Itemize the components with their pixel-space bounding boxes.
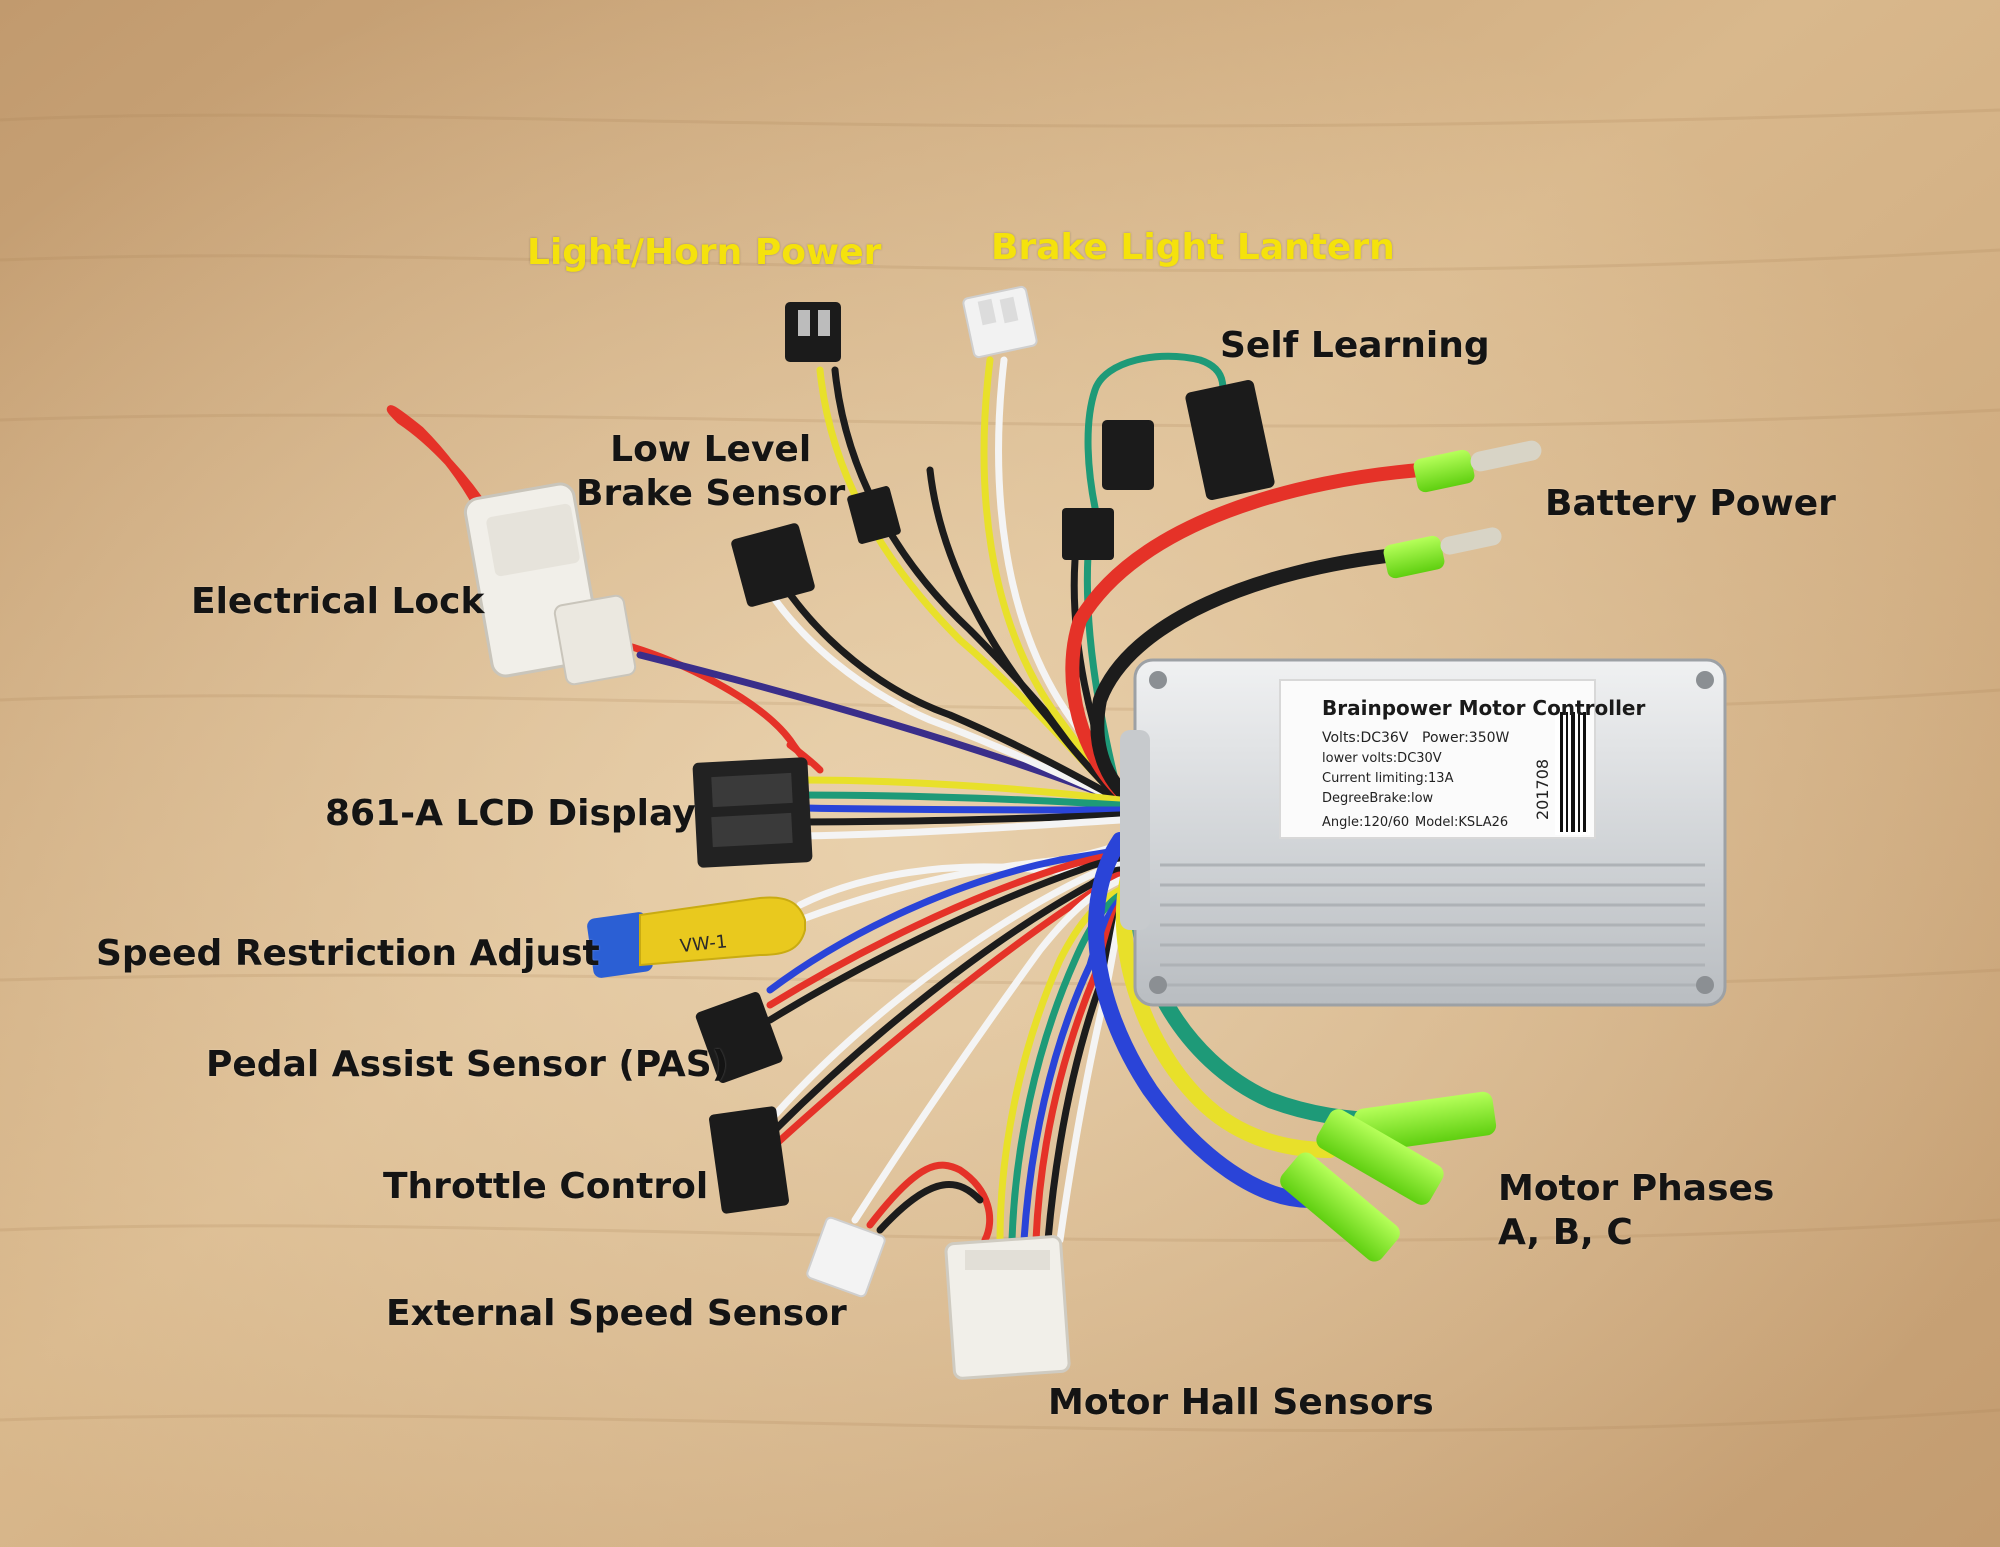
sticker-model: Model:KSLA26 [1415,815,1508,830]
label-lcd-display: 861-A LCD Display [325,793,696,834]
sticker-degree-brake: DegreeBrake:low [1322,791,1434,806]
wire-bundle [386,352,1427,1244]
label-low-level-line-1: Low Level [610,429,812,470]
label-pedal-assist-sensor: Pedal Assist Sensor (PAS) [206,1044,729,1085]
label-brake-light-lantern: Brake Light Lantern [991,227,1395,268]
sticker-angle: Angle:120/60 [1322,815,1409,830]
pas-connector [695,992,783,1083]
sticker-volts: Volts:DC36V [1322,730,1409,746]
label-motor-phases-line-1: Motor Phases [1498,1168,1775,1209]
electrical-lock-connector [463,482,637,686]
motor-phase-sleeves [1280,1091,1497,1262]
motor-controller-housing: 201708 Brainpower Motor Controller Volts… [1120,658,1727,1007]
label-electrical-lock: Electrical Lock [191,581,485,622]
controller-sticker [1279,679,1596,839]
brake-light-connector [962,285,1038,359]
label-motor-phases-line-2: A, B, C [1498,1212,1633,1253]
speed-restriction-connector: VW-1 [587,896,806,978]
housing-fins [1160,863,1705,987]
sticker-current-limiting: Current limiting:13A [1322,771,1454,786]
sticker-title: Brainpower Motor Controller [1322,696,1645,720]
label-self-learning: Self Learning [1220,325,1490,366]
sticker-power: Power:350W [1422,730,1510,746]
battery-terminals [1383,440,1542,579]
label-speed-restriction-adjust: Speed Restriction Adjust [96,933,600,974]
label-throttle-control: Throttle Control [383,1166,709,1207]
label-external-speed-sensor: External Speed Sensor [386,1293,847,1334]
hall-sensor-connector [944,1235,1071,1380]
external-speed-connector [806,1216,886,1298]
label-battery-power: Battery Power [1545,483,1836,524]
throttle-connector [709,1106,789,1214]
sticker-serial: 201708 [1533,759,1552,820]
self-learning-connectors [1062,380,1275,560]
label-light-horn-power: Light/Horn Power [527,232,882,273]
low-brake-connector [731,523,815,607]
sticker-lower-volts: lower volts:DC30V [1322,751,1442,766]
sticker-barcode [1560,712,1586,832]
light-horn-connector [785,302,901,544]
label-low-level-brake-sensor: Low Level Brake Sensor [576,428,845,516]
lcd-display-connector [692,757,813,868]
label-motor-phases: Motor Phases A, B, C [1498,1167,1774,1255]
label-motor-hall-sensors: Motor Hall Sensors [1048,1382,1434,1423]
label-low-level-line-2: Brake Sensor [576,473,846,514]
speed-connector-print: VW-1 [679,931,728,957]
